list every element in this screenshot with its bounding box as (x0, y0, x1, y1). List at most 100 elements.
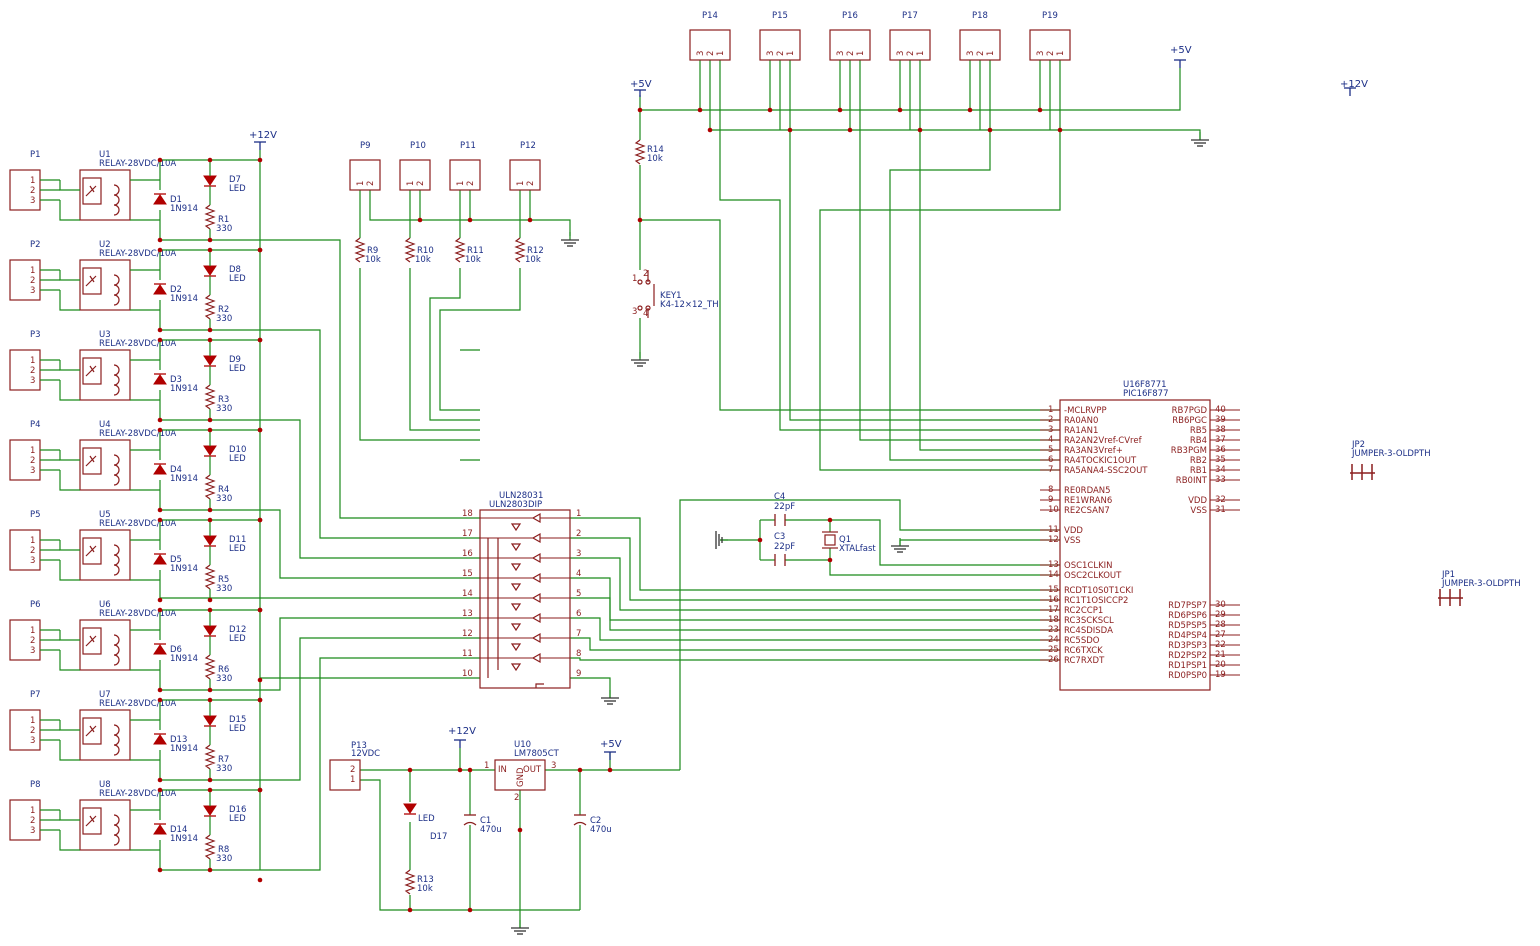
resistor-ref: R8 (218, 845, 229, 855)
led-value: LED (229, 274, 246, 284)
connector-pin: 2 (976, 51, 986, 56)
pic-pin-number: 2 (1048, 415, 1053, 425)
connector-ref: P3 (30, 330, 41, 340)
pic-pin-name: VDD (1064, 526, 1083, 536)
pic-pin-number: 38 (1215, 425, 1226, 435)
connector-ref: P4 (30, 420, 41, 430)
key-pin-2: 2 (643, 269, 648, 279)
diode-ref: D5 (170, 555, 182, 565)
connector-pin: 1 (716, 51, 726, 56)
led-ref: D8 (229, 265, 241, 275)
connector-pin: 2 (526, 181, 536, 186)
ground-symbol (510, 919, 530, 935)
connector-pin: 3 (896, 51, 906, 56)
pic-pin-name: RD3PSP3 (1168, 641, 1207, 651)
connector-ref: P19 (1042, 11, 1058, 21)
uln-pin: 9 (576, 669, 581, 679)
uln-pin: 5 (576, 589, 581, 599)
resistor-value: 10k (525, 255, 541, 265)
pic-pin-number: 35 (1215, 455, 1226, 465)
uln-pin: 17 (462, 529, 473, 539)
led-value: LED (229, 454, 246, 464)
r14-value: 10k (647, 154, 663, 164)
resistor-value: 10k (415, 255, 431, 265)
relay-ref: U1 (99, 150, 111, 160)
uln-pin: 10 (462, 669, 473, 679)
c2-ref: C2 (590, 816, 601, 826)
pic-pin-name: RD6PSP6 (1168, 611, 1207, 621)
key-pin-3: 3 (632, 307, 637, 317)
pic-pin-number: 40 (1215, 405, 1226, 415)
resistor-r14: R14 10k (634, 139, 664, 165)
connector-pin: 3 (30, 556, 35, 566)
power-label-12v-right: +12V (1340, 79, 1368, 90)
power-symbol-5v-servo: +5V (1170, 45, 1192, 68)
pic-pin-number: 22 (1215, 640, 1226, 650)
power-label-5v: +5V (630, 79, 652, 90)
connector-ref: P9 (360, 141, 371, 151)
pic-pin-number: 29 (1215, 610, 1226, 620)
connector-ref: P15 (772, 11, 788, 21)
pic-pin-name: RB1 (1190, 466, 1207, 476)
power-label-12v-supply: +12V (448, 726, 476, 737)
pic-pin-name: RB2 (1190, 456, 1207, 466)
connector-pin: 3 (30, 286, 35, 296)
pic-pin-number: 25 (1048, 645, 1059, 655)
u10-ref: U10 (514, 740, 531, 750)
pushbutton-key1: 1 2 3 4 KEY1 K4-12×12_TH (632, 269, 719, 319)
key-pin-4: 4 (643, 309, 648, 319)
pic-pin-name: RE0RDAN5 (1064, 486, 1111, 496)
led-ref: D7 (229, 175, 241, 185)
p13-pin-2: 2 (350, 765, 355, 775)
pic-pin-name: RA1AN1 (1064, 426, 1098, 436)
connector-pin: 1 (406, 181, 416, 186)
resistor-value: 10k (365, 255, 381, 265)
pic-pin-number: 28 (1215, 620, 1226, 630)
led-ref: D12 (229, 625, 246, 635)
pic-pin-name: RD0PSP0 (1168, 671, 1207, 681)
connector-pin: 1 (30, 716, 35, 726)
led-value: LED (229, 634, 246, 644)
power-symbol-12v-right: +12V (1340, 79, 1368, 96)
uln-pin: 18 (462, 509, 473, 519)
led-value: LED (229, 364, 246, 374)
connector-pin: 2 (30, 186, 35, 196)
pic-pin-name: RB6PGC (1172, 416, 1207, 426)
connector-pin: 1 (456, 181, 466, 186)
resistor-ref: R11 (467, 246, 484, 256)
pic-pin-name: RA2AN2Vref-CVref (1064, 436, 1143, 446)
pic-pin-name: RD2PSP2 (1168, 651, 1207, 661)
led-value: LED (229, 544, 246, 554)
connector-pin: 2 (30, 546, 35, 556)
q1-value: XTALfast (839, 544, 876, 554)
pic-pin-number: 10 (1048, 505, 1059, 515)
relay-ref: U3 (99, 330, 111, 340)
u10-out-label: OUT (523, 765, 542, 775)
resistor-ref: R2 (218, 305, 229, 315)
relay-ref: U4 (99, 420, 111, 430)
p13-value: 12VDC (351, 749, 380, 759)
resistor-ref: R1 (218, 215, 229, 225)
pic-pin-number: 1 (1048, 405, 1053, 415)
ground-symbol (560, 231, 580, 247)
pic-pin-name: VDD (1188, 496, 1207, 506)
pic-pin-name: RC7RXDT (1064, 656, 1105, 666)
relay-value: RELAY-28VDC/10A (99, 699, 176, 709)
diode-ref: D13 (170, 735, 187, 745)
resistor-ref: R9 (367, 246, 378, 256)
pic-pin-name: RC5SDO (1064, 636, 1100, 646)
pic-pin-name: RB3PGM (1171, 446, 1207, 456)
u10-gnd-label: GND (516, 767, 526, 787)
diode-value: 1N914 (170, 564, 198, 574)
connector-ref: P14 (702, 11, 718, 21)
pic-pin-number: 19 (1215, 670, 1226, 680)
pic-pin-number: 11 (1048, 525, 1059, 535)
jp1-value: JUMPER-3-OLDPTH (1441, 579, 1521, 589)
relay-row-7: P7123U7RELAY-28VDC/10AD131N914D15LEDR733… (9, 690, 263, 793)
connector-pin: 1 (916, 51, 926, 56)
